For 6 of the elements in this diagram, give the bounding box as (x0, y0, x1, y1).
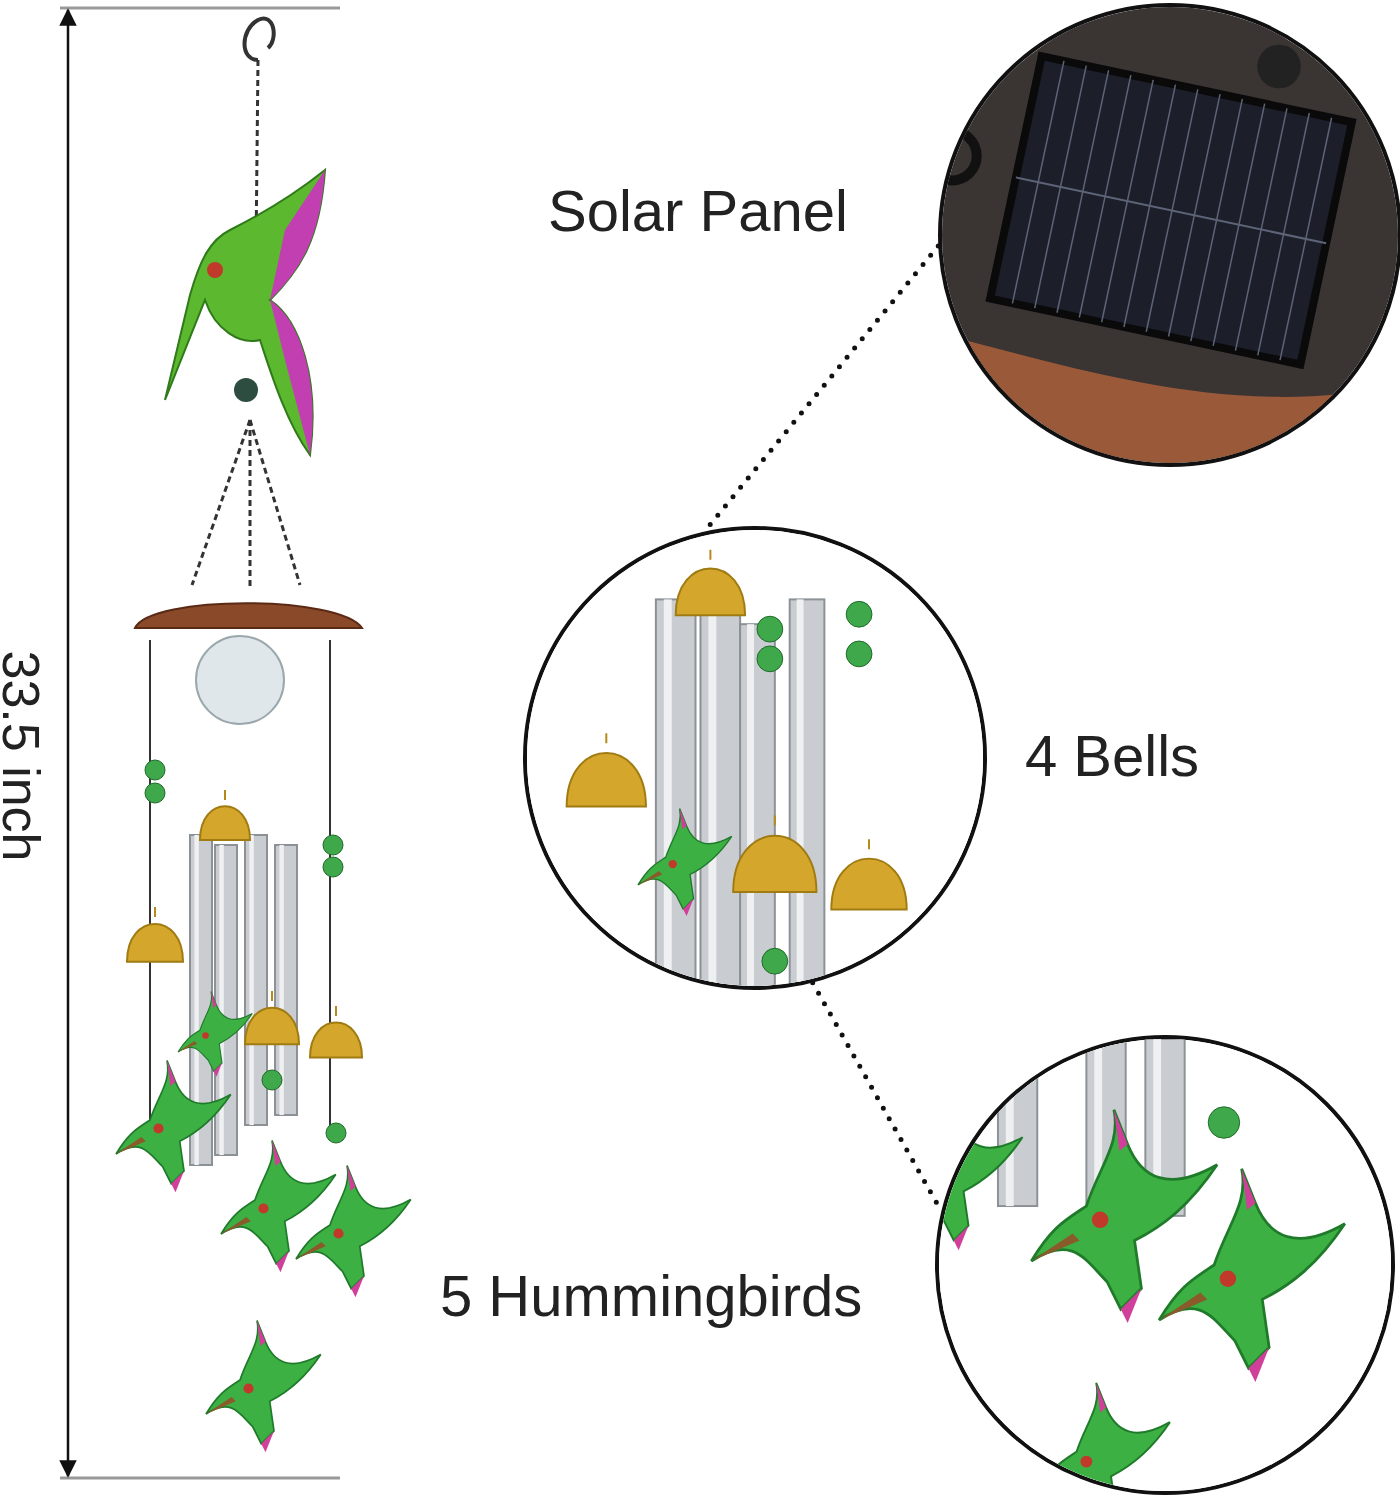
hummingbirds-photo (935, 1035, 1395, 1495)
callout-label: Solar Panel (548, 182, 848, 240)
dimension-label: 33.5 inch (0, 650, 47, 862)
callout-label: 4 Bells (1025, 727, 1200, 785)
solar-panel-photo (938, 3, 1400, 467)
bells-photo (523, 526, 987, 990)
